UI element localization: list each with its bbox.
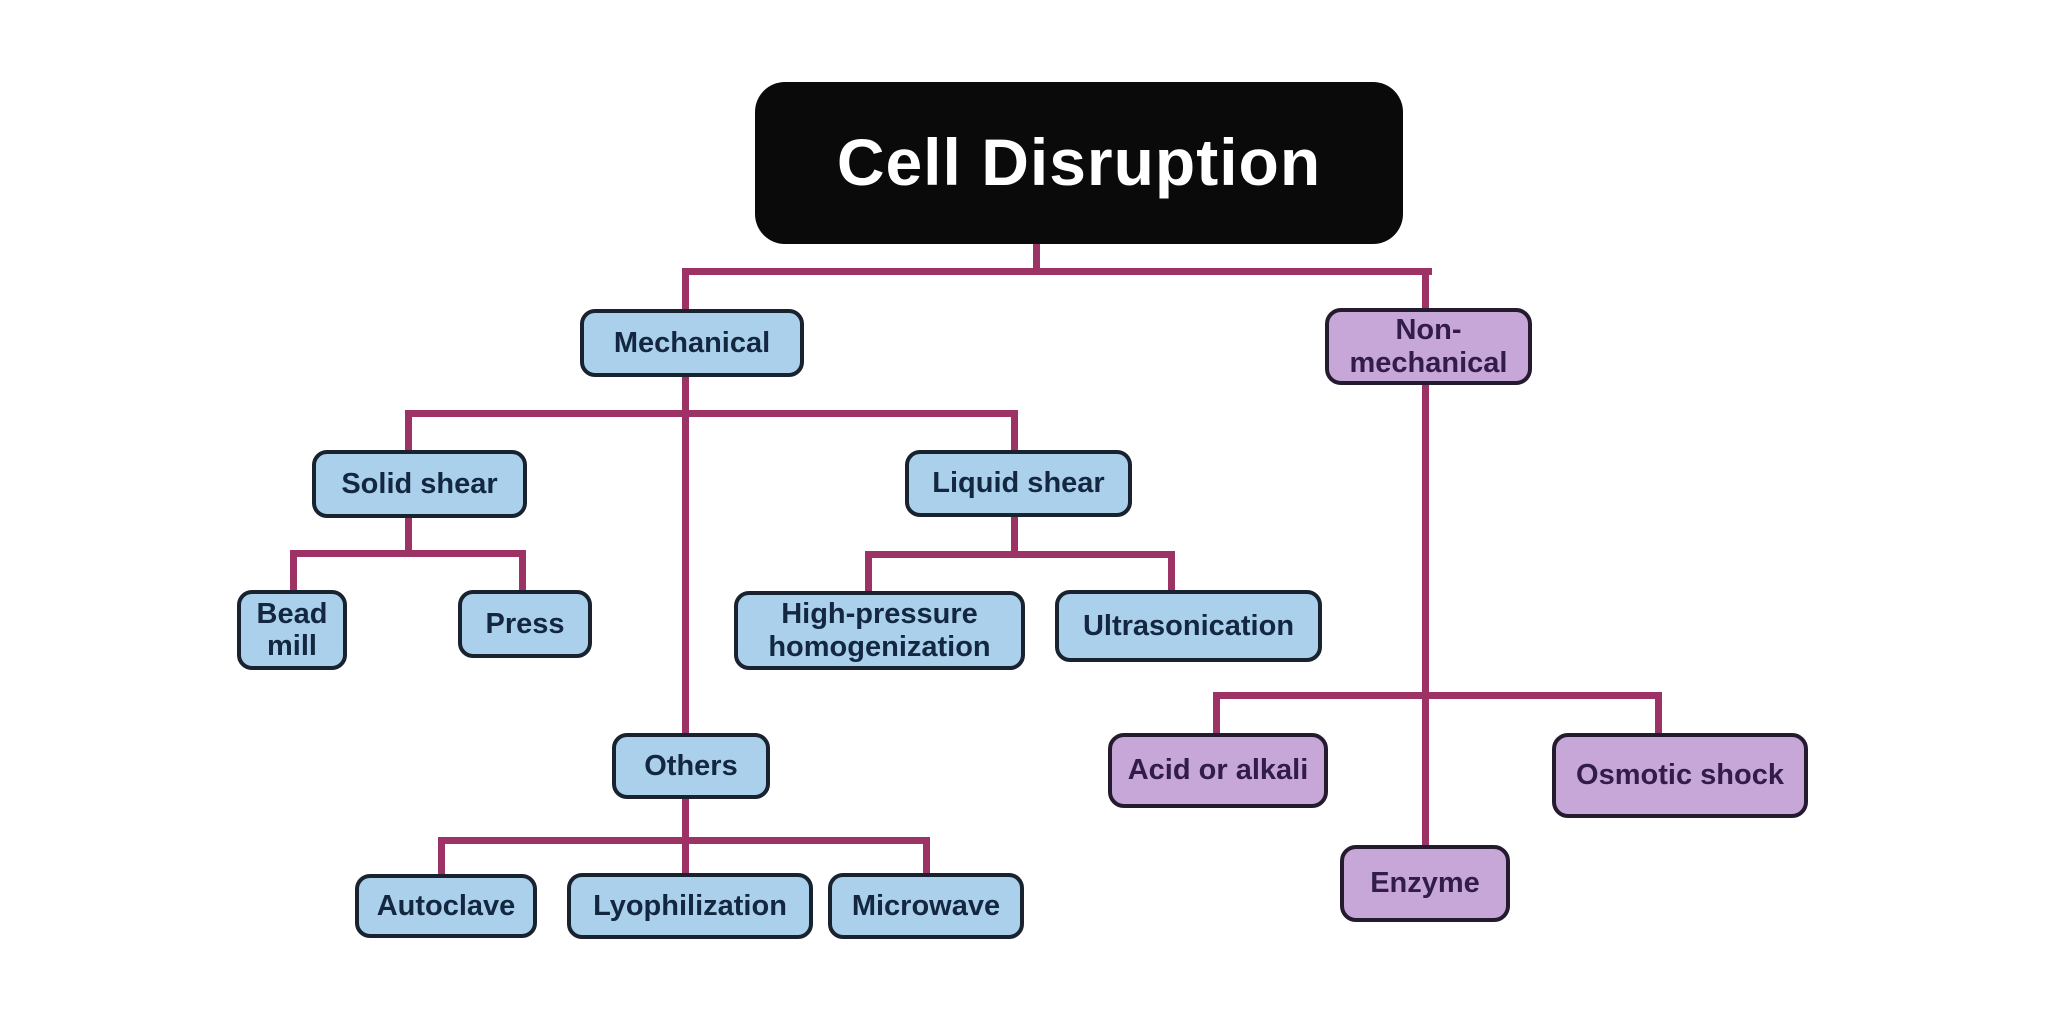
node-cell-disruption-label: Cell Disruption <box>836 125 1322 200</box>
node-autoclave: Autoclave <box>355 874 537 938</box>
node-bead-mill: Bead mill <box>237 590 347 670</box>
node-cell-disruption: Cell Disruption <box>755 82 1403 244</box>
node-microwave-label: Microwave <box>851 889 1001 922</box>
node-mechanical: Mechanical <box>580 309 804 377</box>
node-osmotic-shock: Osmotic shock <box>1552 733 1808 818</box>
node-microwave: Microwave <box>828 873 1024 939</box>
edge-ultrasonication-stub <box>1168 551 1175 592</box>
node-enzyme: Enzyme <box>1340 845 1510 922</box>
node-ultrasonication-label: Ultrasonication <box>1082 609 1295 642</box>
edge-liquid-shear-bus <box>865 551 1175 558</box>
node-solid-shear-label: Solid shear <box>341 467 498 500</box>
node-ultrasonication: Ultrasonication <box>1055 590 1322 662</box>
edge-nonmechanical-spine <box>1422 268 1429 845</box>
node-solid-shear: Solid shear <box>312 450 527 518</box>
node-press: Press <box>458 590 592 658</box>
edge-bead-mill-stub <box>290 550 297 592</box>
edge-solid-shear-bus <box>290 550 526 557</box>
edge-microwave-stub <box>923 837 930 875</box>
edge-others-bus <box>438 837 930 844</box>
node-liquid-shear: Liquid shear <box>905 450 1132 517</box>
node-others: Others <box>612 733 770 799</box>
edge-press-stub <box>519 550 526 592</box>
node-mechanical-label: Mechanical <box>613 326 771 359</box>
node-press-label: Press <box>485 607 565 640</box>
edge-autoclave-stub <box>438 837 445 876</box>
node-high-pressure-label-line1: High-pressure <box>781 598 978 631</box>
node-non-mechanical-label-line2: mechanical <box>1349 346 1508 379</box>
node-lyophilization-label: Lyophilization <box>593 889 787 922</box>
node-bead-mill-label-line2: mill <box>267 630 317 662</box>
edge-mechanical-spine <box>682 268 689 873</box>
node-lyophilization: Lyophilization <box>567 873 813 939</box>
node-high-pressure-homogenization: High-pressure homogenization <box>734 591 1025 670</box>
node-others-label: Others <box>644 749 738 782</box>
edge-title-stub <box>1033 244 1040 272</box>
node-liquid-shear-label: Liquid shear <box>932 467 1105 500</box>
edge-high-pressure-stub <box>865 551 872 593</box>
edge-nonmechanical-bus <box>1213 692 1662 699</box>
edge-root-bus <box>682 268 1432 275</box>
node-bead-mill-label-line1: Bead <box>256 597 328 630</box>
node-non-mechanical-label-line1: Non- <box>1395 314 1462 347</box>
edge-mechanical-bus <box>405 410 1015 417</box>
edge-osmotic-stub <box>1655 692 1662 735</box>
node-high-pressure-label-line2: homogenization <box>768 630 991 663</box>
node-enzyme-label: Enzyme <box>1370 867 1480 900</box>
node-acid-or-alkali-label: Acid or alkali <box>1127 754 1309 787</box>
edge-acid-stub <box>1213 692 1220 735</box>
node-non-mechanical: Non- mechanical <box>1325 308 1532 385</box>
node-autoclave-label: Autoclave <box>376 889 516 922</box>
node-osmotic-shock-label: Osmotic shock <box>1576 759 1784 792</box>
node-acid-or-alkali: Acid or alkali <box>1108 733 1328 808</box>
